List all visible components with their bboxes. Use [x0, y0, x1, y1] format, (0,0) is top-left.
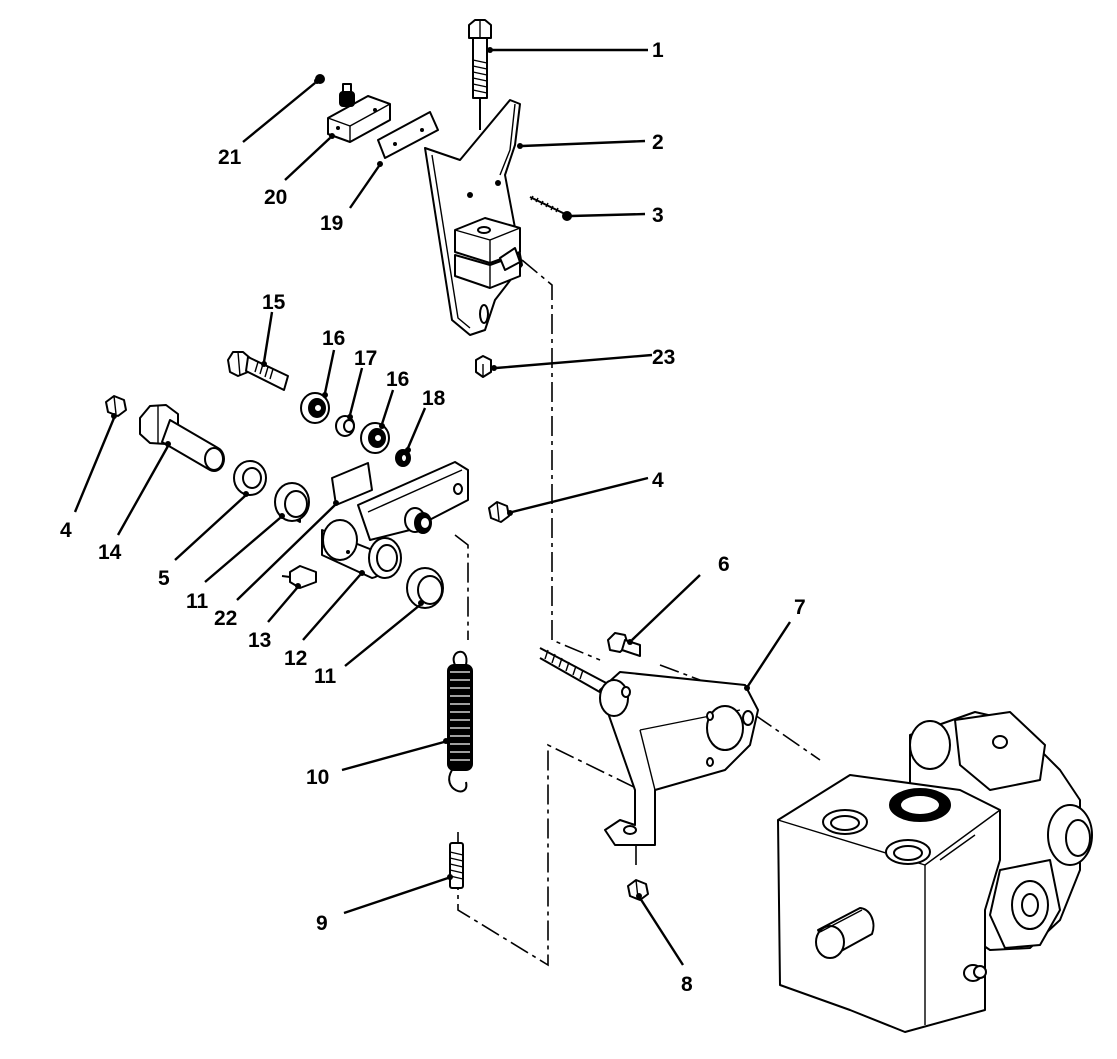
callout-10: 10: [306, 766, 329, 789]
part-12-arm: [321, 461, 469, 579]
part-4-nut-left: [105, 395, 127, 417]
part-15-bolt: [227, 351, 289, 391]
callout-16a: 16: [322, 327, 345, 350]
part-20-switch: [327, 83, 391, 143]
part-17-spacer: [335, 415, 355, 437]
leader-lines: [73, 47, 792, 966]
callout-9: 9: [316, 912, 328, 935]
part-4-nut-right: [488, 501, 510, 523]
callout-20: 20: [264, 186, 287, 209]
callout-11-lower: 11: [314, 665, 337, 688]
part-16-bearing-b: [360, 422, 390, 454]
part-19-plate: [377, 111, 439, 159]
callout-12: 12: [284, 647, 307, 670]
part-3-screw: [529, 195, 572, 221]
part-22-tab: [331, 462, 373, 506]
part-14-pivot-pin: [139, 404, 225, 472]
part-7-mount-bracket: [599, 671, 759, 846]
callout-4-left: 4: [60, 519, 72, 542]
callout-22: 22: [214, 607, 237, 630]
part-11-bushing-b: [406, 567, 444, 609]
part-2-bracket: [424, 99, 523, 336]
threaded-rod: [539, 647, 611, 696]
callout-6: 6: [718, 553, 730, 576]
part-5-washer: [233, 460, 267, 496]
callout-labels: 1 2 3 4 4 5 6 7 8 9 10 11 11 12 13 14 15…: [60, 39, 806, 996]
part-16-bearing-a: [300, 392, 330, 424]
part-12-pin: [404, 507, 432, 534]
part-2-clamp-block: [454, 217, 521, 289]
part-10-spring: [447, 650, 473, 793]
callout-5: 5: [158, 567, 170, 590]
callout-14: 14: [98, 541, 122, 564]
callout-13: 13: [248, 629, 271, 652]
part-6-bolt: [607, 632, 641, 657]
part-13-fitting: [281, 565, 317, 589]
callout-23: 23: [652, 346, 675, 369]
part-23-nut: [475, 355, 492, 378]
callout-11-upper: 11: [186, 590, 209, 613]
part-1-cap-screw: [468, 19, 492, 130]
part-9-stud: [449, 842, 464, 889]
part-11-bushing-a: [274, 482, 310, 523]
callout-2: 2: [652, 131, 664, 154]
callout-16b: 16: [386, 368, 409, 391]
callout-21: 21: [218, 146, 242, 169]
callout-15: 15: [262, 291, 286, 314]
callout-17: 17: [354, 347, 377, 370]
part-18-snap-ring: [395, 449, 411, 467]
callout-3: 3: [652, 204, 664, 227]
pump-assembly: [777, 711, 1093, 1033]
callout-19: 19: [320, 212, 343, 235]
callout-18: 18: [422, 387, 446, 410]
alignment-lines: [454, 259, 821, 967]
callout-8: 8: [681, 973, 693, 996]
callout-4-right: 4: [652, 469, 664, 492]
callout-1: 1: [652, 39, 664, 62]
callout-7: 7: [794, 596, 806, 619]
